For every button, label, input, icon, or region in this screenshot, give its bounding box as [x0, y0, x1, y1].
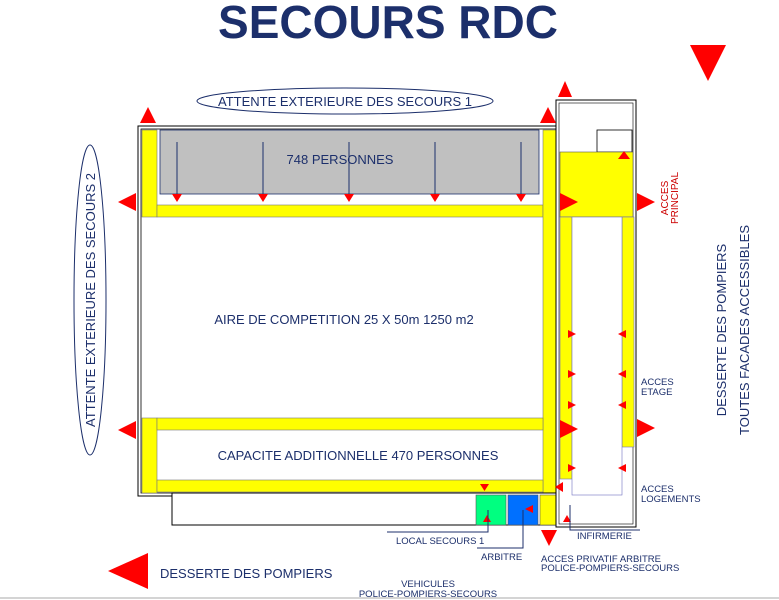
- circulation: [539, 494, 558, 526]
- tribune-label: 748 PERSONNES: [287, 152, 394, 167]
- local-secours-label: LOCAL SECOURS 1: [396, 536, 484, 547]
- accueil-box: [596, 129, 633, 153]
- capacite-label: CAPACITE ADDITIONNELLE 470 PERSONNES: [218, 448, 499, 463]
- local-secours-room: [475, 494, 507, 526]
- desserte-bas-label: DESSERTE DES POMPIERS: [160, 566, 333, 581]
- attente-2-ellipse: [73, 144, 107, 456]
- arrow-icons: [108, 45, 726, 589]
- evacuation-arrows: [176, 142, 522, 196]
- hall-entrance: [559, 151, 634, 218]
- circulation: [156, 204, 544, 218]
- attente-2-label: ATTENTE EXTERIEURE DES SECOURS 2: [83, 173, 98, 427]
- arbitre-label: ARBITRE: [481, 552, 522, 563]
- attente-1-ellipse: [196, 87, 494, 115]
- circulation: [559, 216, 573, 480]
- infirmerie-label: INFIRMERIE: [577, 531, 632, 542]
- leader-lines: [387, 505, 640, 549]
- circulation: [156, 417, 544, 431]
- circulation: [156, 479, 544, 493]
- aire-label: AIRE DE COMPETITION 25 X 50m 1250 m2: [214, 312, 473, 327]
- acces-principal-label: ACCESPRINCIPAL: [660, 172, 681, 224]
- attente-1-label: ATTENTE EXTERIEURE DES SECOURS 1: [218, 94, 472, 109]
- page-title: SECOURS RDC: [218, 0, 558, 48]
- circulation: [141, 417, 158, 494]
- circulation: [141, 129, 158, 218]
- circulation: [542, 129, 558, 526]
